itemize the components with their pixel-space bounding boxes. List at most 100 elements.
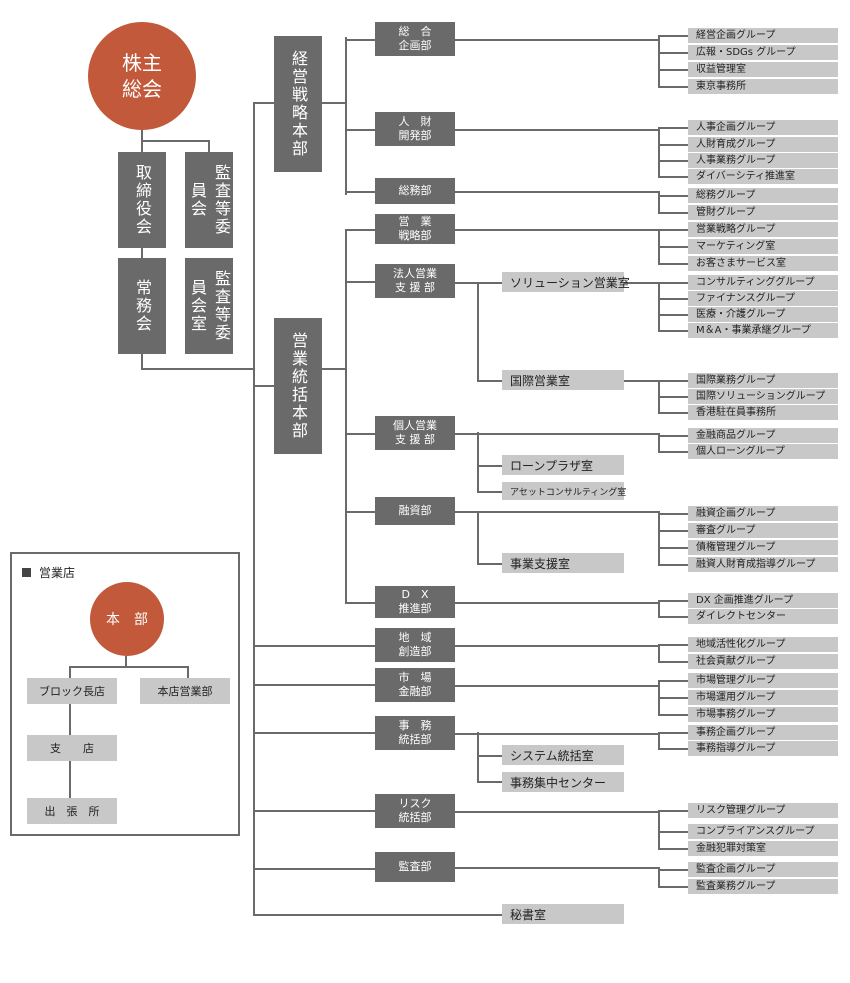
department-box: 監査部	[375, 852, 455, 882]
group-box: 国際ソリューショングループ	[688, 389, 838, 404]
group-box: 社会貢献グループ	[688, 654, 838, 669]
group-box: 審査グループ	[688, 523, 838, 538]
legend-hq-label: 本 部	[106, 612, 148, 628]
connector-line	[658, 35, 688, 37]
department-box: 総 合 企画部	[375, 22, 455, 56]
connector-line	[477, 755, 502, 757]
group-label: 国際業務グループ	[696, 375, 776, 386]
connector-line	[477, 732, 479, 782]
department-box: 地 域 創造部	[375, 628, 455, 662]
executive-committee: 常務会	[118, 258, 166, 354]
connector-line	[658, 380, 660, 414]
group-label: 広報・SDGs グループ	[696, 47, 796, 58]
executive-committee-label: 常務会	[133, 279, 152, 333]
group-box: DX 企画推進グループ	[688, 593, 838, 608]
legend-branch: 支 店	[27, 735, 117, 761]
connector-line	[253, 645, 375, 647]
connector-line	[658, 433, 660, 453]
group-box: 事務企画グループ	[688, 725, 838, 740]
connector-line	[253, 385, 275, 387]
connector-line	[345, 511, 375, 513]
connector-line	[141, 354, 143, 370]
connector-line	[658, 697, 688, 699]
shareholders-meeting: 株主 総会	[88, 22, 196, 130]
connector-line	[658, 412, 688, 414]
connector-line	[658, 661, 688, 663]
group-label: 人事業務グループ	[696, 155, 776, 166]
group-label: 市場事務グループ	[696, 709, 776, 720]
office-box: システム統括室	[502, 745, 624, 765]
group-label: 金融犯罪対策室	[696, 843, 766, 854]
group-label: 事務指導グループ	[696, 743, 776, 754]
connector-line	[658, 886, 688, 888]
group-label: 総務グループ	[696, 190, 756, 201]
group-box: 広報・SDGs グループ	[688, 45, 838, 60]
connector-line	[658, 35, 660, 88]
group-label: コンサルティンググループ	[696, 277, 815, 288]
office-label: 国際営業室	[510, 373, 571, 388]
group-box: 医療・介護グループ	[688, 307, 838, 322]
group-box: コンプライアンスグループ	[688, 824, 838, 839]
office-box: ローンプラザ室	[502, 455, 624, 475]
connector-line	[658, 282, 688, 284]
connector-line	[455, 733, 658, 735]
connector-line	[477, 465, 502, 467]
connector-line	[208, 140, 210, 152]
connector-line	[658, 848, 688, 850]
group-label: 監査企画グループ	[696, 864, 776, 875]
group-label: 経営企画グループ	[696, 30, 776, 41]
connector-line	[658, 380, 688, 382]
group-label: 債権管理グループ	[696, 542, 776, 553]
group-box: 香港駐在員事務所	[688, 405, 838, 420]
connector-line	[345, 39, 375, 41]
department-box: 市 場 金融部	[375, 668, 455, 702]
group-box: 国際業務グループ	[688, 373, 838, 388]
connector-line	[658, 160, 688, 162]
department-label: 地 域 創造部	[398, 631, 432, 658]
group-label: 監査業務グループ	[696, 881, 776, 892]
group-box: M＆A・事業承継グループ	[688, 323, 838, 338]
connector-line	[624, 282, 658, 284]
connector-line	[253, 868, 375, 870]
group-box: 債権管理グループ	[688, 540, 838, 555]
office-box: 秘書室	[502, 904, 624, 924]
group-label: ダイバーシティ推進室	[696, 171, 795, 182]
connector-line	[455, 511, 658, 513]
department-box: 個人営業 支 援 部	[375, 416, 455, 450]
group-box: 人財育成グループ	[688, 137, 838, 152]
board-of-directors: 取締役会	[118, 152, 166, 248]
connector-line	[658, 732, 688, 734]
group-box: 管財グループ	[688, 205, 838, 220]
legend-line	[187, 666, 189, 680]
connector-line	[658, 600, 660, 618]
connector-line	[658, 263, 688, 265]
audit-committee-office-label: 監査等委員会室	[188, 270, 231, 342]
connector-line	[658, 511, 660, 566]
connector-line	[253, 684, 375, 686]
group-box: 融資企画グループ	[688, 506, 838, 521]
audit-committee-office: 監査等委員会室	[185, 258, 233, 354]
connector-line	[658, 680, 660, 716]
department-box: 法人営業 支 援 部	[375, 264, 455, 298]
group-label: DX 企画推進グループ	[696, 595, 794, 606]
group-label: コンプライアンスグループ	[696, 826, 815, 837]
connector-line	[477, 380, 502, 382]
connector-line	[658, 831, 688, 833]
connector-line	[658, 229, 688, 231]
group-label: 市場管理グループ	[696, 675, 776, 686]
legend-title-text: 営業店	[39, 566, 76, 580]
department-label: 個人営業 支 援 部	[393, 419, 437, 446]
legend-sub-office-label: 出 張 所	[44, 805, 100, 818]
office-label: ローンプラザ室	[510, 458, 594, 473]
group-box: 総務グループ	[688, 188, 838, 203]
connector-line	[345, 602, 375, 604]
department-label: 総務部	[398, 184, 432, 197]
connector-line	[141, 140, 210, 142]
group-label: 社会貢献グループ	[696, 656, 776, 667]
connector-line	[658, 530, 688, 532]
office-label: システム統括室	[510, 748, 594, 763]
office-box: 事業支援室	[502, 553, 624, 573]
connector-line	[455, 191, 658, 193]
legend-branch-label: 支 店	[50, 742, 94, 755]
